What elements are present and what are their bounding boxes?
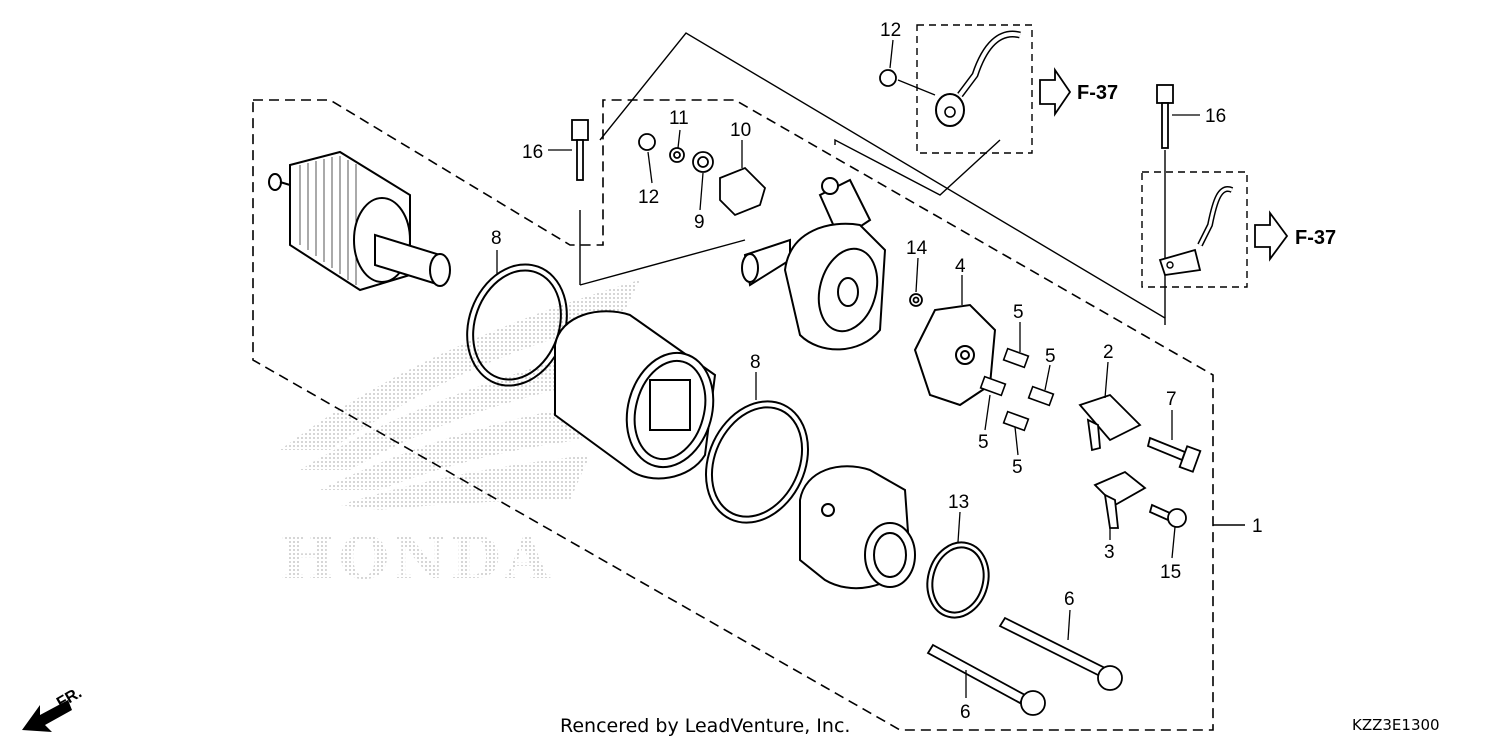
honda-watermark-text: HONDA xyxy=(280,524,554,592)
armature xyxy=(268,150,451,292)
callout-8a: 8 xyxy=(491,228,502,249)
yoke xyxy=(554,310,717,480)
callout-10: 10 xyxy=(730,120,751,141)
callout-6a: 6 xyxy=(1064,589,1075,610)
small-fasteners xyxy=(638,69,923,307)
callout-4: 4 xyxy=(955,256,966,277)
callout-16a: 16 xyxy=(1205,106,1226,127)
o-ring-13 xyxy=(926,541,990,619)
assembly-outline xyxy=(252,99,1214,731)
rear-cover xyxy=(741,177,887,351)
callout-2: 2 xyxy=(1103,342,1114,363)
callout-15: 15 xyxy=(1160,562,1181,583)
callout-14: 14 xyxy=(906,238,928,259)
callout-labels: 1 2 3 4 5 5 5 5 6 6 7 8 8 9 10 11 12 12 … xyxy=(491,20,1263,723)
callout-11: 11 xyxy=(669,108,689,129)
callout-5a: 5 xyxy=(1013,302,1024,323)
ref-arrow-top xyxy=(1039,67,1072,117)
callout-1: 1 xyxy=(1252,516,1263,537)
callout-9: 9 xyxy=(694,212,705,233)
callout-13: 13 xyxy=(948,492,969,513)
footer-credit: Rencered by LeadVenture, Inc. xyxy=(560,715,850,737)
callout-leaders xyxy=(496,39,1200,698)
o-ring-8-right xyxy=(704,400,810,524)
bolts xyxy=(571,84,1202,716)
cable-box-top xyxy=(916,24,1033,154)
brush-2 xyxy=(1078,393,1142,452)
callout-5b: 5 xyxy=(1045,346,1056,367)
callout-12a: 12 xyxy=(880,20,901,41)
front-cover xyxy=(799,465,916,590)
callout-5c: 5 xyxy=(978,432,989,453)
honda-wing-watermark xyxy=(280,280,640,510)
callout-5d: 5 xyxy=(1012,457,1023,478)
callout-7: 7 xyxy=(1166,389,1177,410)
brush-3 xyxy=(1093,470,1147,529)
ref-label-top: F-37 xyxy=(1077,82,1118,104)
diagram-code: KZZ3E1300 xyxy=(1352,716,1440,734)
callout-12b: 12 xyxy=(638,187,659,208)
cable-box-right xyxy=(1141,171,1248,288)
ref-arrow-right xyxy=(1254,210,1289,262)
brush-holder xyxy=(913,303,997,407)
callout-3: 3 xyxy=(1104,542,1115,563)
ref-label-right: F-37 xyxy=(1295,227,1336,249)
front-direction-arrow xyxy=(22,700,72,732)
callout-8b: 8 xyxy=(750,352,761,373)
callout-6b: 6 xyxy=(960,702,971,723)
callout-16b: 16 xyxy=(522,142,543,163)
leader-lines xyxy=(579,32,1245,526)
brush-springs xyxy=(979,347,1055,432)
